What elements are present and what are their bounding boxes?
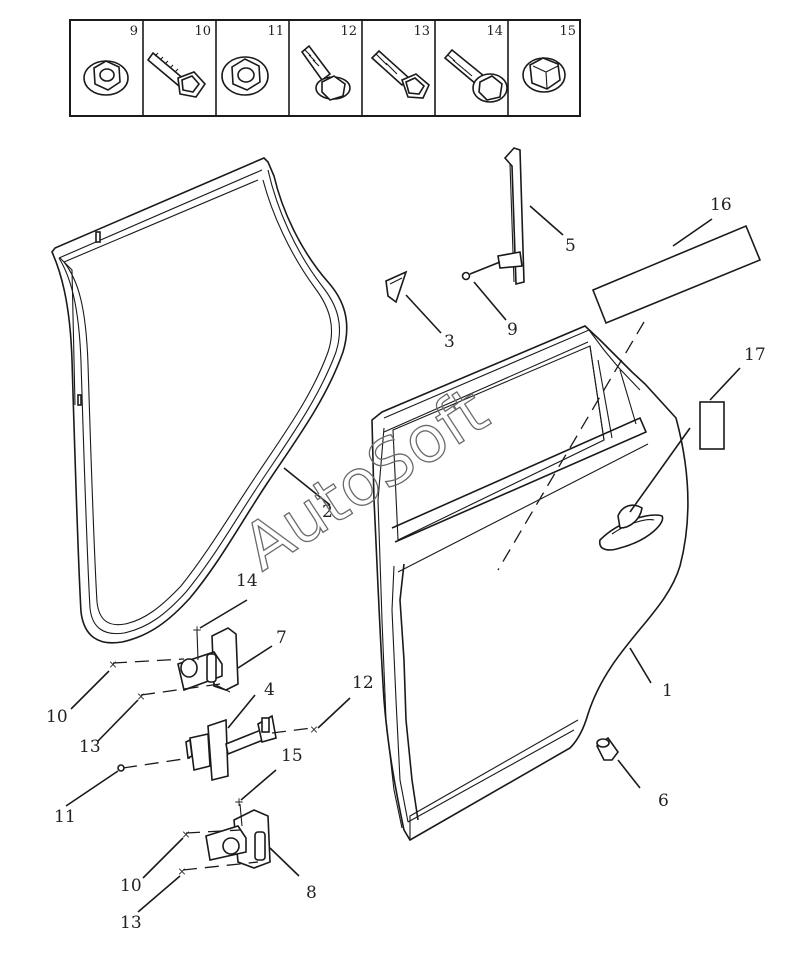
svg-text:×: ×: [181, 828, 190, 841]
svg-text:×: ×: [108, 658, 117, 671]
fastener-cell-number: 10: [194, 24, 211, 39]
corner-trim: [385, 270, 408, 304]
svg-text:+: +: [234, 795, 244, 809]
callout-label: 10: [120, 876, 142, 896]
assembly-lines: [112, 321, 645, 871]
stud-bolt-icon: [300, 44, 351, 101]
leader-lines: [65, 205, 741, 913]
fastener-panel: 9 10 11 12 13 14 15: [69, 19, 581, 117]
bumper-stop: [595, 736, 619, 761]
fastener-cell-number: 15: [559, 24, 576, 39]
callout-label: 9: [507, 320, 518, 340]
flange-nut-icon: [83, 60, 129, 96]
fastener-cell-number: 9: [130, 24, 138, 39]
lower-hinge: [205, 809, 271, 869]
callout-label: 8: [306, 883, 317, 903]
fastener-cell-number: 12: [340, 24, 357, 39]
svg-text:×: ×: [309, 723, 318, 736]
window-channel: [461, 147, 525, 286]
upper-hinge: [177, 627, 239, 693]
callout-label: 16: [710, 195, 732, 215]
callout-label: 5: [565, 236, 576, 256]
svg-text:×: ×: [136, 690, 145, 703]
callout-label: 7: [276, 628, 287, 648]
svg-text:+: +: [192, 623, 202, 637]
callout-label: 10: [46, 707, 68, 727]
callout-label: 11: [54, 807, 76, 827]
handle-pad: [699, 401, 725, 450]
flange-bolt-icon: [443, 48, 508, 103]
callout-label: 15: [281, 746, 303, 766]
door-shell: [371, 325, 689, 842]
callout-label: 14: [236, 571, 258, 591]
callout-label: 13: [120, 913, 142, 933]
bolt-icon: [146, 51, 207, 98]
callout-labels: 1 2 3 4 5 6 7 8 9 10 11 12 13 14 15 10 1…: [46, 195, 766, 933]
door-check: [185, 714, 277, 782]
fastener-cell-number: 11: [267, 24, 284, 39]
hex-nut-icon: [522, 57, 566, 93]
bolt-icon: [370, 49, 430, 99]
fastener-markers: × × × × × + +: [108, 623, 318, 878]
flange-nut-icon: [221, 56, 269, 96]
fastener-cell-number: 14: [486, 24, 503, 39]
callout-label: 2: [322, 502, 333, 522]
callout-label: 1: [662, 681, 673, 701]
svg-text:×: ×: [177, 865, 186, 878]
callout-label: 3: [444, 332, 455, 352]
fastener-cell-number: 13: [413, 24, 430, 39]
side-moulding: [591, 224, 762, 325]
callout-label: 17: [744, 345, 766, 365]
weatherstrip-seal: [51, 157, 348, 644]
callout-label: 6: [658, 791, 669, 811]
callout-label: 13: [79, 737, 101, 757]
callout-label: 12: [352, 673, 374, 693]
callout-label: 4: [264, 680, 275, 700]
